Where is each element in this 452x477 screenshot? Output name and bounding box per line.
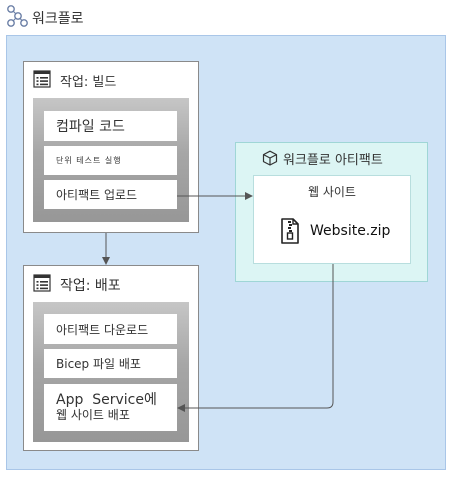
zip-file-icon — [280, 218, 300, 244]
step-compile-code: 컴파일 코드 — [44, 111, 177, 141]
artifact-card — [253, 175, 411, 264]
artifact-title: 워크플로 아티팩트 — [283, 153, 383, 168]
step-run-unit-tests: 단위 테스트 실행 — [44, 146, 177, 175]
artifact-file-name: Website.zip — [310, 223, 391, 239]
step-deploy-website-line1: App Service에 — [56, 392, 157, 408]
deploy-job-title: 작업: 배포 — [60, 278, 121, 294]
artifact-name: 웹 사이트 — [308, 185, 356, 199]
connector-artifact-to-deploy — [177, 264, 334, 412]
build-job-title: 작업: 빌드 — [60, 75, 117, 90]
workflow-icon — [6, 4, 28, 28]
job-list-icon — [33, 70, 51, 88]
step-download-artifact: 아티팩트 다운로드 — [44, 314, 177, 344]
step-deploy-bicep: Bicep 파일 배포 — [44, 349, 177, 378]
step-upload-artifact: 아티팩트 업로드 — [44, 180, 177, 209]
job-list-icon — [33, 274, 51, 292]
step-deploy-website-line2: 웹 사이트 배포 — [56, 408, 130, 422]
cube-icon — [262, 150, 278, 166]
workflow-title: 워크플로 — [32, 11, 84, 27]
step-deploy-website: App Service에 웹 사이트 배포 — [44, 384, 177, 431]
